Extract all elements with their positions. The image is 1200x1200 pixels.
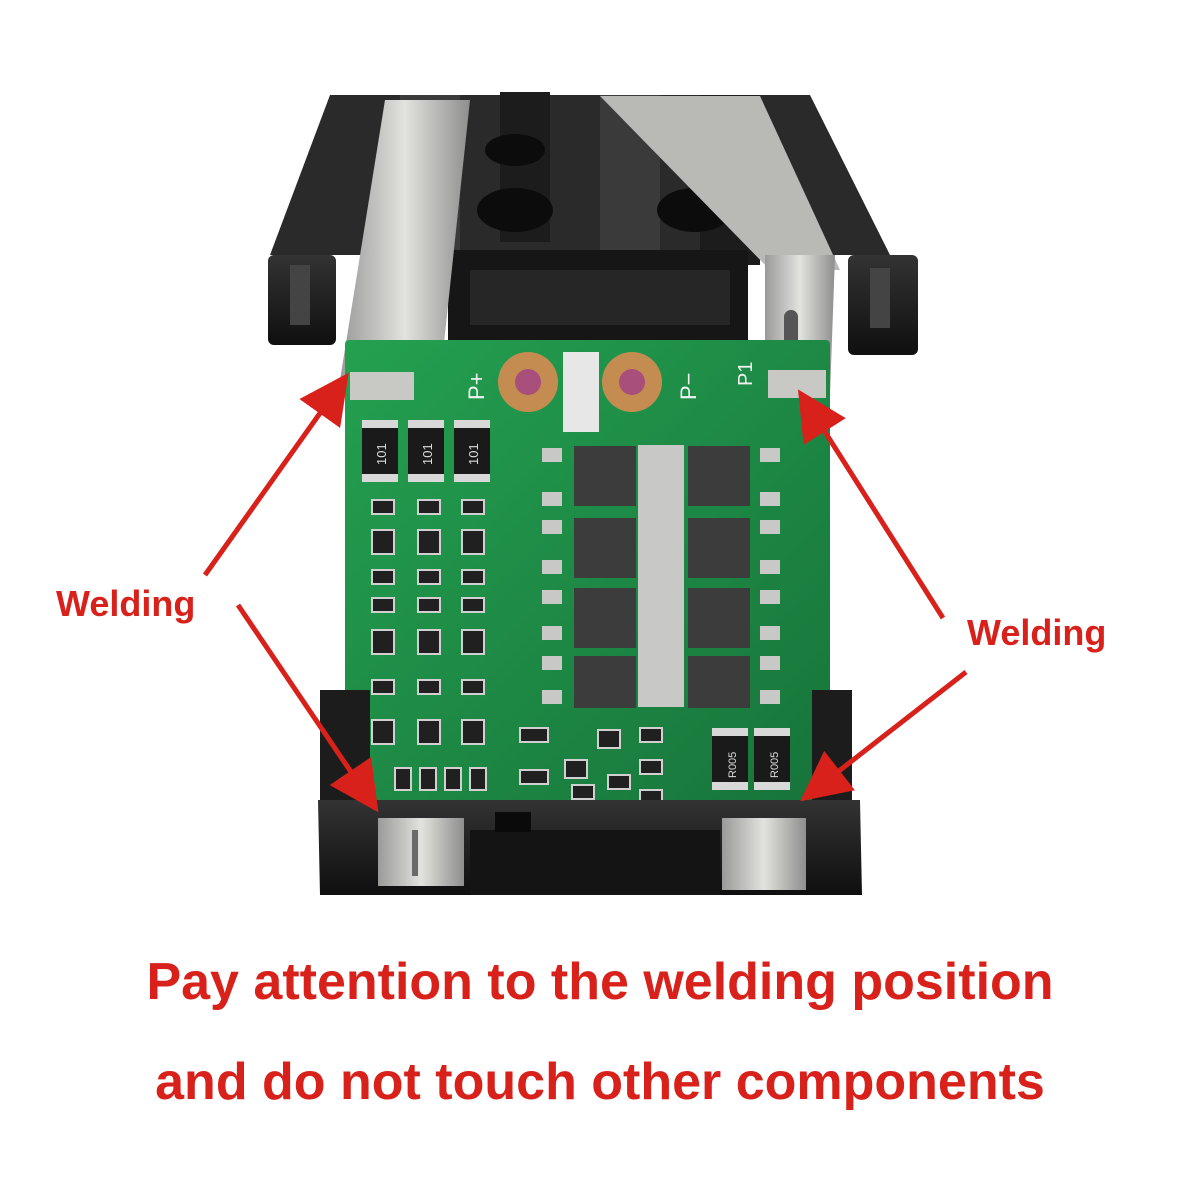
resistor-code-3: 101: [466, 443, 481, 465]
bms-pcb: P+ P− P1 B2 T 101 101 101: [345, 340, 830, 838]
resistor-code-2: 101: [420, 443, 435, 465]
p1-weld-pad: [768, 370, 826, 398]
resistor-code-1: 101: [374, 443, 389, 465]
caption-line-2: and do not touch other components: [155, 1053, 1045, 1111]
arrow-right-bottom: [800, 670, 968, 802]
arrow-right-top: [797, 389, 946, 620]
p-minus-silkscreen: P−: [676, 372, 701, 400]
p1-silkscreen: P1: [735, 362, 757, 386]
caption-line-1: Pay attention to the welding position: [146, 953, 1054, 1011]
nickel-tabs-bottom: [378, 818, 806, 890]
welding-label-right: Welding: [967, 612, 1107, 653]
mosfet-array: [542, 445, 780, 708]
welding-label-left: Welding: [56, 583, 196, 624]
arrow-left-bottom: [235, 603, 379, 813]
nickel-strips-top: [340, 96, 840, 395]
smd-components-left: [371, 499, 663, 805]
welding-arrows: [202, 372, 968, 813]
shunt-code-2: R005: [769, 752, 781, 778]
shunt-code-1: R005: [727, 752, 739, 778]
p-plus-silkscreen: P+: [464, 372, 489, 400]
arrow-left-top: [202, 372, 349, 577]
balance-resistors: 101 101 101: [362, 420, 490, 482]
shunt-resistors: R005 R005: [712, 728, 790, 790]
p-plus-weld-pad: [350, 372, 414, 400]
